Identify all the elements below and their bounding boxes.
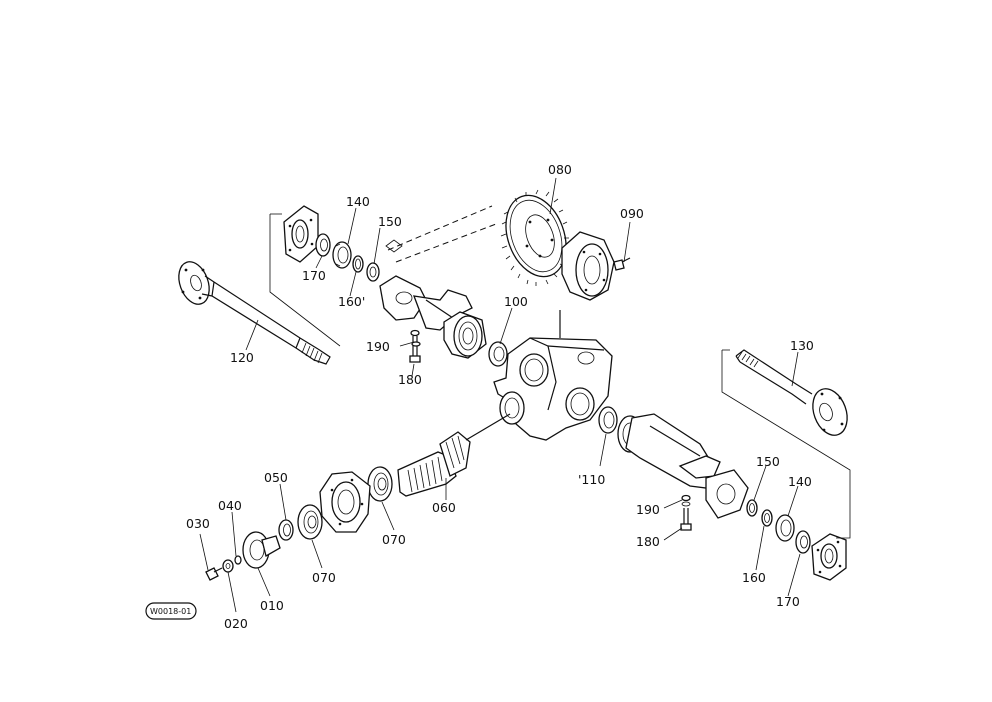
o-ring-040 [234, 555, 242, 565]
right-axle-housing [617, 413, 749, 519]
callout-050: 050 [264, 470, 288, 485]
washer-020 [222, 559, 234, 573]
right-seal-170 [795, 530, 811, 554]
callout-120: 120 [230, 350, 254, 365]
callout-140-right: 140 [788, 474, 812, 489]
diagram-code-badge: W0018-01 [145, 602, 197, 620]
right-bolt-180 [680, 508, 692, 531]
callout-080: 080 [548, 162, 572, 177]
left-axle-housing [379, 275, 487, 359]
left-bearing-140 [332, 241, 352, 269]
callout-160-left: 160' [338, 294, 365, 309]
callout-150-right: 150 [756, 454, 780, 469]
callout-060: 060 [432, 500, 456, 515]
bolt-030 [205, 567, 223, 581]
callout-180-left: 180 [398, 372, 422, 387]
callout-160-right: 160 [742, 570, 766, 585]
right-bracket-line [721, 350, 851, 539]
callout-180-right: 180 [636, 534, 660, 549]
left-bolt-180 [409, 329, 421, 363]
callout-190-left: 190 [366, 339, 390, 354]
callout-010: 010 [260, 598, 284, 613]
callout-100: 100 [504, 294, 528, 309]
left-collar-150 [366, 262, 380, 282]
callout-020: 020 [224, 616, 248, 631]
callout-030: 030 [186, 516, 210, 531]
left-flange-plate [283, 205, 319, 263]
leader-lines [199, 177, 801, 613]
center-line-upper-2 [395, 223, 497, 263]
callout-040: 040 [218, 498, 242, 513]
right-bearing-140 [775, 514, 795, 542]
right-flange-plate [811, 533, 847, 581]
collar-050 [278, 519, 294, 541]
ring-gear-080 [500, 189, 569, 286]
right-collar-150 [746, 499, 758, 517]
callout-140-left: 140 [346, 194, 370, 209]
left-bracket-line [269, 214, 341, 347]
left-seal-170 [315, 233, 331, 257]
bearing-070-lower [297, 504, 323, 540]
center-line-upper-1 [387, 205, 493, 251]
callout-070-lower: 070 [312, 570, 336, 585]
callout-150-left: 150 [378, 214, 402, 229]
callout-110: '110 [578, 472, 605, 487]
callout-170-left: 170 [302, 268, 326, 283]
right-snap-ring-160 [761, 509, 773, 527]
callout-130: 130 [790, 338, 814, 353]
right-washer-190 [681, 494, 691, 507]
bearing-retainer [319, 471, 371, 533]
callout-190-right: 190 [636, 502, 660, 517]
left-axle-shaft [178, 261, 331, 365]
coupling-flange-010 [242, 531, 281, 569]
bearing-110 [598, 406, 618, 434]
left-snap-ring-160 [352, 255, 364, 273]
callout-070-upper: 070 [382, 532, 406, 547]
left-washer-190 [411, 341, 421, 347]
callout-170-right: 170 [776, 594, 800, 609]
callout-090: 090 [620, 206, 644, 221]
right-axle-shaft [735, 349, 848, 436]
diagram-code-text: W0018-01 [150, 607, 191, 616]
callout-labels: 080 090 100 150 140 170 160' 120 190 180… [186, 162, 814, 631]
center-housing [493, 310, 613, 441]
differential-case [561, 231, 615, 301]
bearing-070-upper [367, 466, 393, 502]
bearing-100 [488, 341, 508, 367]
pinion-shaft-060 [397, 413, 511, 497]
bolt-090 [613, 257, 631, 271]
